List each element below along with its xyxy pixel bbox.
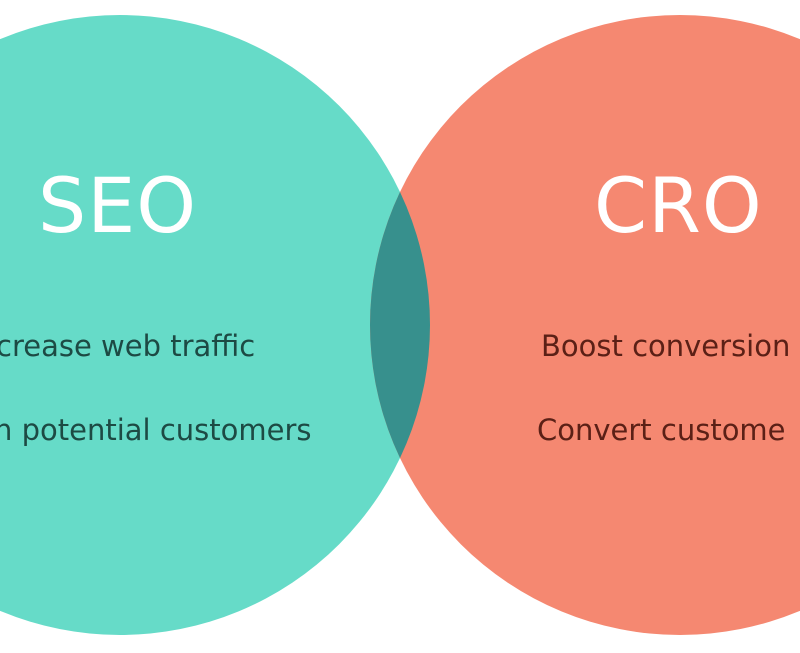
seo-item-2: n potential customers (0, 413, 312, 447)
seo-item-1: crease web traffic (0, 329, 256, 363)
cro-title: CRO (594, 161, 763, 250)
seo-title: SEO (38, 161, 198, 250)
seo-circle (0, 15, 430, 635)
cro-item-2: Convert custome (537, 413, 786, 447)
cro-circle (370, 15, 800, 635)
cro-item-1: Boost conversion (541, 329, 791, 363)
